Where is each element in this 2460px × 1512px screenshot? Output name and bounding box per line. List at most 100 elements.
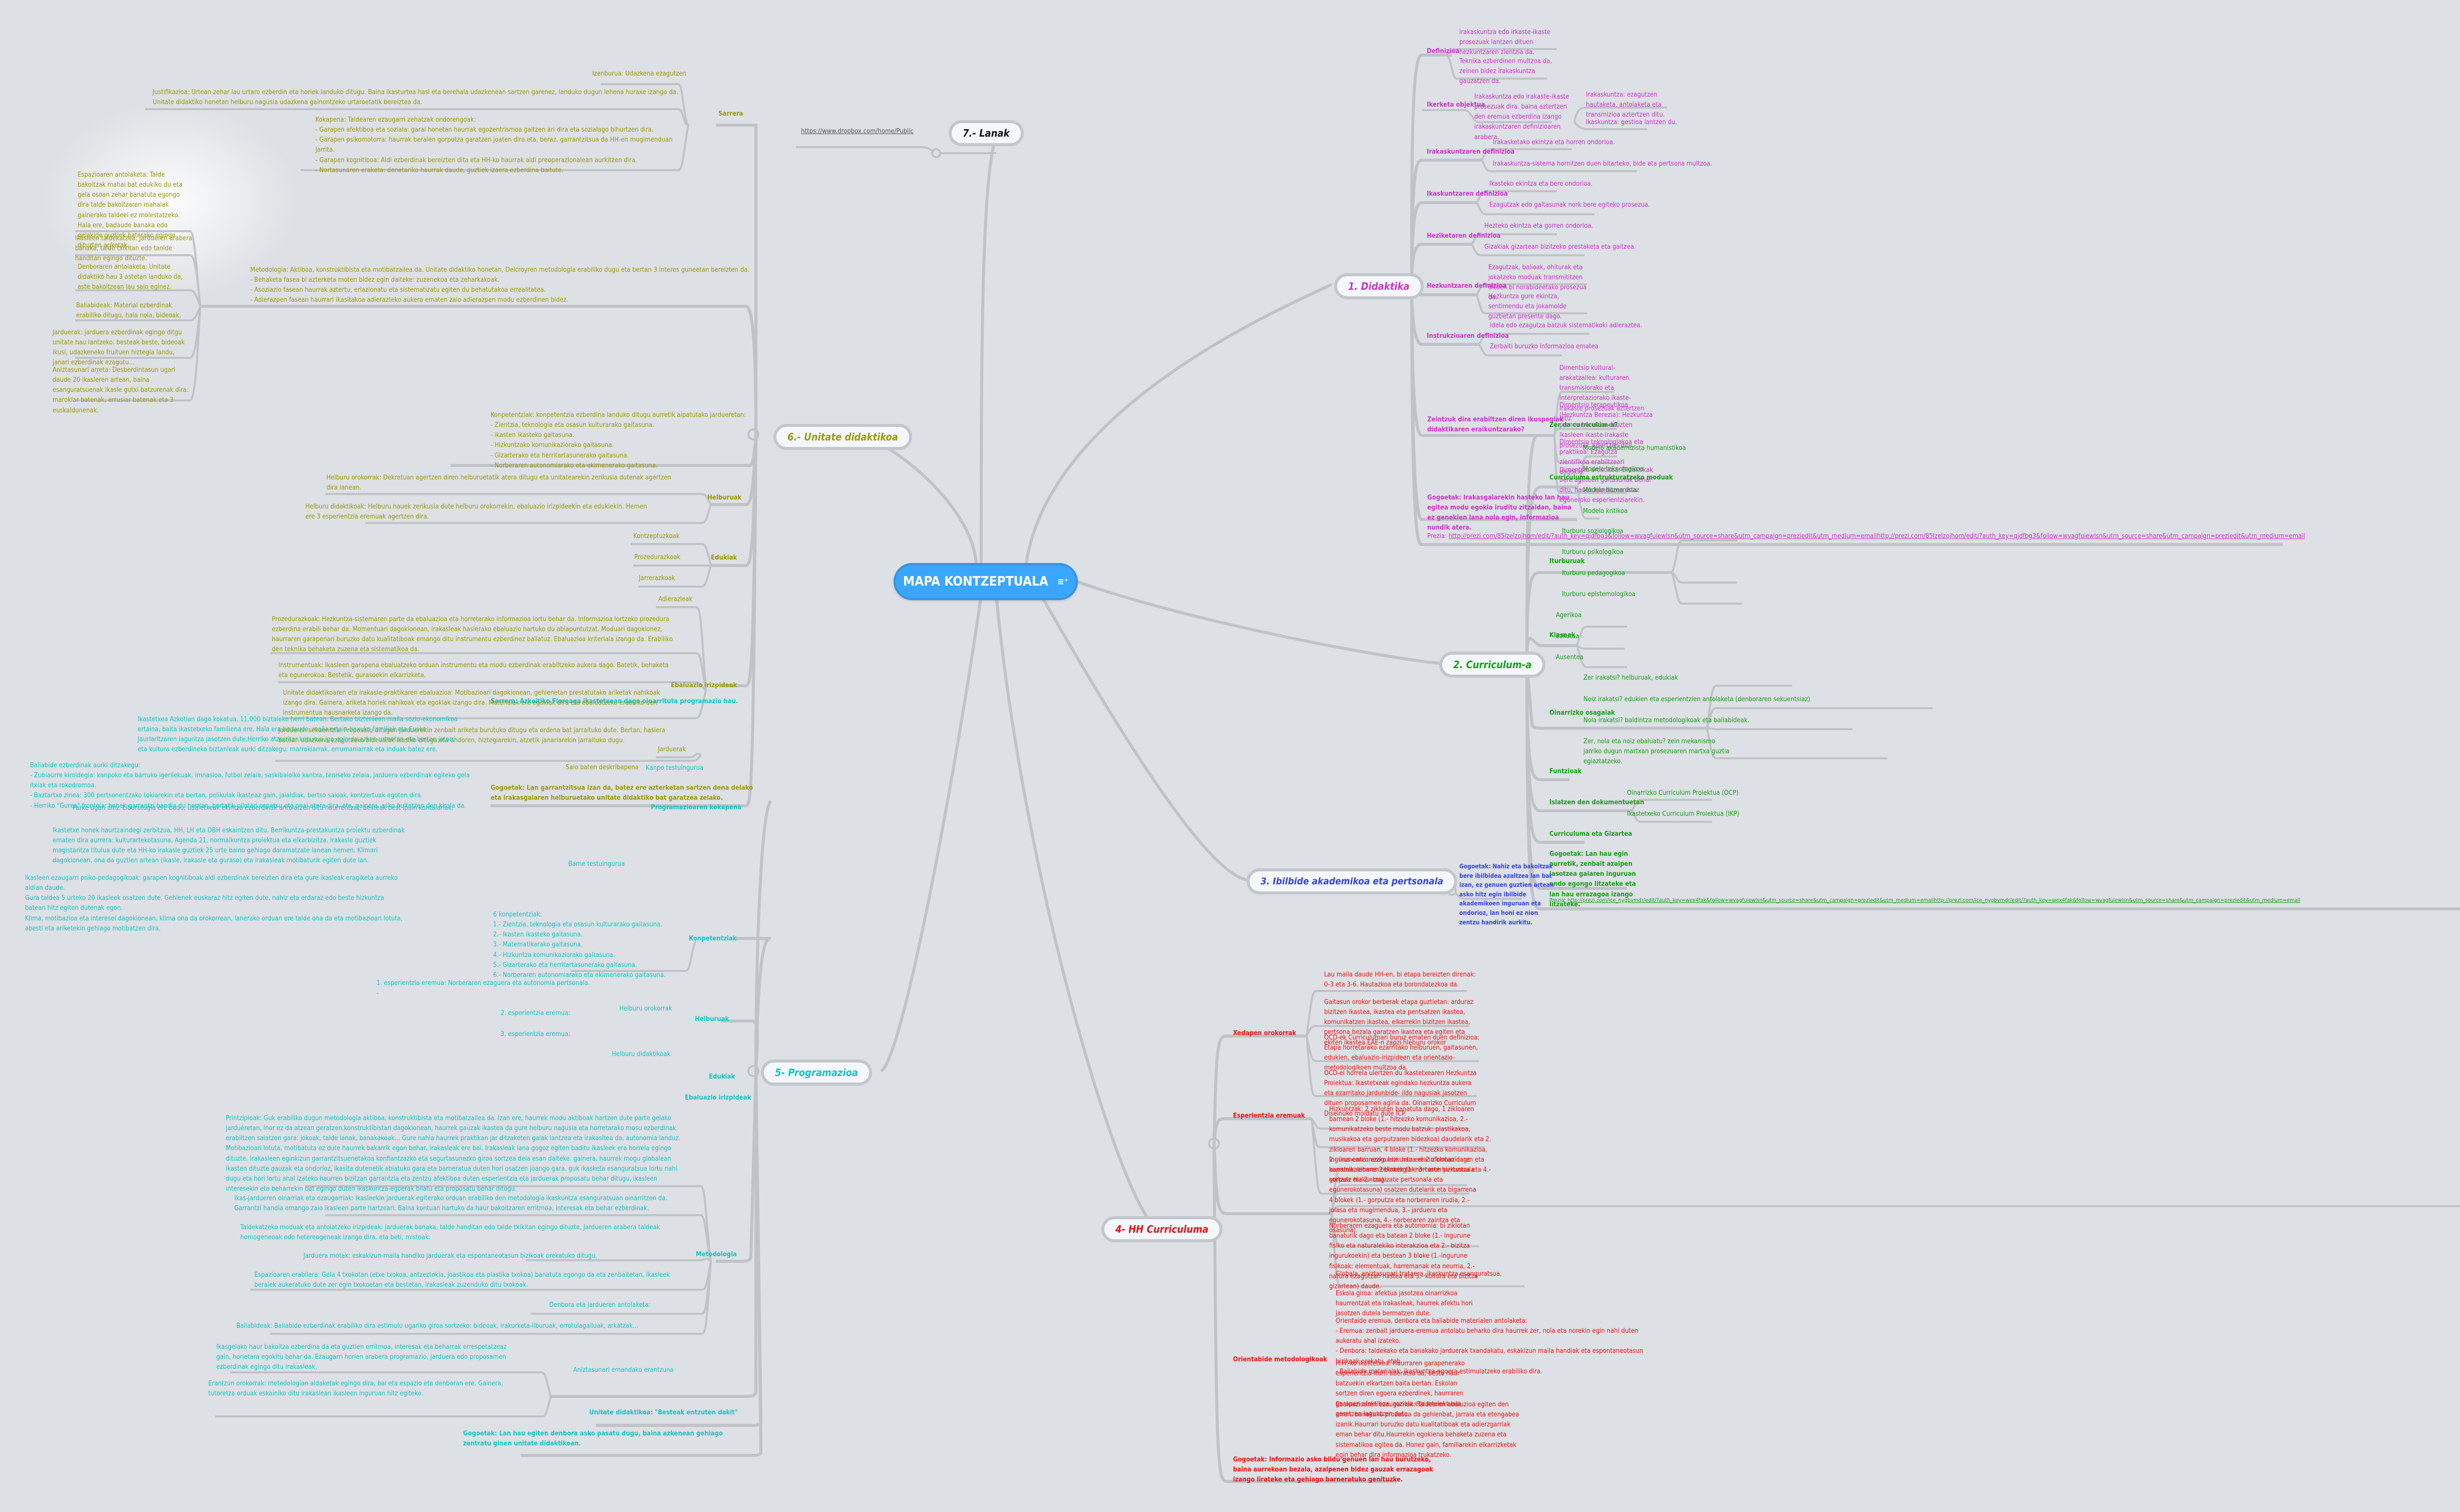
curriculum-zer-da[interactable]: Zer da curriculum-a? (1549, 421, 1618, 429)
curriculum-osagaia[interactable]: Nola irakatsi? baldintza metodologikoak … (1583, 717, 1750, 724)
ud-metodologia-item[interactable]: Espazioaren antolaketa: Talde bakoitzak … (78, 171, 183, 249)
ud-kokapena[interactable]: Kokapena: Taldearen ezaugarri zehatzak o… (315, 116, 673, 174)
prog-barne-label[interactable]: Barne testuingurua (568, 860, 625, 868)
ud-helburua[interactable]: Helburu orokorrak: Dekretuan agertzen di… (326, 474, 671, 492)
topic-ibilbidea[interactable]: 3. Ibilbide akademikoa eta pertsonala (1247, 868, 1458, 894)
prog-aniztasuna-item[interactable]: Erantzun orokorrak: metodologian aldaket… (208, 1380, 503, 1398)
ud-edukia[interactable]: Jarrerazkoak (639, 575, 675, 582)
curriculum-osagaia[interactable]: Zer irakatsi? helburuak, edukiak (1583, 674, 1678, 682)
didaktika-definizioa-item[interactable]: irakaskuntza edo irkaste-ikaste prosezua… (1459, 29, 1551, 57)
curriculum-estrukturatzeko-label[interactable]: Curriculuma estrukturatzeko moduak (1549, 474, 1673, 481)
curriculum-klasea[interactable]: Ezkutua (1556, 633, 1579, 640)
prog-esperientzia-eremua[interactable]: 2. esperientzia eremua: (501, 1010, 571, 1017)
didaktika-instrukzioa-item[interactable]: Ideia edo ezagutza batzuk sistematikoki … (1490, 322, 1643, 329)
curriculum-modelo[interactable]: Modelo teknologikoa (1583, 465, 1644, 473)
ud-jarduera[interactable]: Saio baten deskribapena (566, 764, 639, 771)
hh-esperientzia-eremua[interactable]: Hizkuntzak: 2 ziklotan banatuta dago, 1 … (1329, 1106, 1491, 1184)
curriculum-dokumentua[interactable]: Oinarrizko Curriculum Proiektua (OCP) (1627, 789, 1739, 797)
didaktika-irakaskuntza-label[interactable]: Irakaskuntzaren definizioa (1427, 148, 1515, 156)
curriculum-iturburua[interactable]: Iturburu pedagogikoa (1562, 570, 1625, 577)
prog-helburuak-label[interactable]: Helburuak (695, 1016, 729, 1023)
ud-helburua[interactable]: Helburu didaktikoak: Helburu hauek zerik… (305, 503, 647, 521)
didaktika-hezkuntza-item[interactable]: Hezkuntza gure ekintza, sentimendu eta j… (1488, 293, 1567, 321)
hh-xedapena[interactable]: Gaitasun orokor berberak etapa guztietan… (1324, 998, 1473, 1047)
ud-jarduerak-label[interactable]: Jarduerak (658, 746, 686, 753)
ud-helburuak-label[interactable]: Helburuak (707, 494, 742, 501)
curriculum-klasea[interactable]: Agerikoa (1556, 612, 1582, 619)
ud-jarduera[interactable]: Jardueren sekuentzia: Proposatu ditugun … (278, 727, 666, 745)
prog-unitatea[interactable]: Unitate didaktikoa: "Besteak entzuten da… (589, 1409, 738, 1416)
prog-helburu-orokorrak-label[interactable]: Helburu orokorrak (619, 1005, 672, 1013)
prog-konpetentziak-label[interactable]: Konpetentziak (689, 935, 737, 942)
prog-helburu-didaktikoak[interactable]: Helburu didaktikoak (612, 1051, 671, 1058)
didaktika-ikuspegiak-label[interactable]: Zeintzuk dira erabiltzen diren ikuspegia… (1427, 416, 1564, 434)
ud-gogoetak[interactable]: Gogoetak: Lan garrantzitsua izan da, bat… (491, 784, 753, 802)
hh-xedapena[interactable]: Lau maila daude HH-en, bi etapa bereizte… (1324, 971, 1476, 989)
curriculum-osagaia[interactable]: Noiz irakatsi? edukien eta esperientzien… (1583, 696, 1810, 703)
add-note-icon[interactable]: ≡⁺ (1057, 576, 1069, 587)
curriculum-modelo[interactable]: Modelo kritikoa (1583, 508, 1628, 515)
prog-kokapena-label[interactable]: Programazioaren kokapena (651, 804, 741, 811)
didaktika-gogoetak[interactable]: Gogoetak: Irakasgaiarekin hasteko lan ha… (1427, 494, 1572, 532)
didaktika-ikuspegiak-item[interactable]: Dimentsio kultural-arakatzailea: kultura… (1559, 364, 1645, 422)
ud-ebaluazio-item[interactable]: Adierazleak (658, 596, 693, 603)
ud-edukiak-label[interactable]: Edukiak (711, 554, 737, 562)
curriculum-dokumentuak-label[interactable]: Islatzen den dokumentuetan (1549, 799, 1645, 806)
topic-lanak[interactable]: 7.- Lanak (949, 120, 1024, 146)
prog-aniztasuna-item[interactable]: Ikasgelako haur bakoitza ezberdina da et… (216, 1343, 507, 1371)
ud-metodologia-item[interactable]: Jarduerak: jarduera ezberdinak egingo di… (53, 329, 185, 367)
curriculum-iturburua[interactable]: Iturburu psikologikoa (1562, 549, 1623, 556)
didaktika-hezkuntza-item[interactable]: Ezagutzak, balioak, ohiturak eta jokatze… (1488, 264, 1587, 302)
prog-ebaluazioa[interactable]: Ebaluazio irizpideak (685, 1094, 751, 1102)
ud-ebaluazioa-label[interactable]: Ebaluazio irizpideak (671, 682, 737, 689)
didaktika-definizioa-item[interactable]: Teknika ezberdinen multzoa da, zeinen bi… (1459, 58, 1552, 86)
prog-metodologia-item[interactable]: Denbora eta jardueren antolaketa: (549, 1301, 651, 1309)
curriculum-iturburua[interactable]: Iturburu epistemologikoa (1562, 591, 1636, 598)
hh-gogoetak[interactable]: Gogoetak: Informazio asko bildu genuen l… (1233, 1456, 1433, 1484)
curriculum-prezi[interactable]: Prezia: http://prezi.com/ice_nygbvmdr/ed… (1549, 896, 2300, 904)
ud-izenburua[interactable]: Izenburua: Udazkena ezagutzen (592, 70, 686, 78)
prog-metodologia-item[interactable]: Taldekatzeko moduak eta antolatzeko iriz… (240, 1224, 660, 1242)
curriculum-gizartea[interactable]: Curriculuma eta Gizartea (1549, 830, 1632, 838)
prog-kanpo-item[interactable]: Ikastetxea Azkotian dago kokatua, 11.000… (138, 716, 458, 754)
didaktika-instrukzioa-item[interactable]: Zerbaiti buruzko informazioa ematea (1490, 343, 1598, 350)
prog-edukiak[interactable]: Edukiak (709, 1073, 735, 1081)
curriculum-dokumentua[interactable]: Ikastetxeko Curriculum Proiektua (IKP) (1627, 810, 1740, 818)
ud-metodologia-item[interactable]: Aniztasunari arreta: Desberdintasun ugar… (53, 366, 189, 414)
hh-esperientzia-eremua[interactable]: Norberaren ezaguera eta autonomia: bi zi… (1329, 1222, 1478, 1290)
didaktika-irakaskuntza-item[interactable]: Irakasketako ekintza eta horren ondorioa… (1493, 139, 1615, 146)
ud-edukia[interactable]: Kontzeptuzkoak (633, 533, 680, 540)
prog-esperientzia-eremua[interactable]: 3. esperientzia eremua: (501, 1031, 571, 1038)
prog-metodologia-item[interactable]: Baliabideak: Baliabide ezberdinak erabil… (236, 1322, 638, 1330)
hh-orientabidea[interactable]: Ebaluazioaren ezaugarriak: Taldearen eba… (1336, 1401, 1519, 1459)
didaktika-heziketa-label[interactable]: Heziketaren definizioa (1427, 232, 1501, 240)
curriculum-prezi-link[interactable]: http://prezi.com/ice_nygbvmdr/edit/?auth… (1567, 897, 2301, 903)
curriculum-modelo[interactable]: Modelo humanista (1583, 486, 1637, 494)
didaktika-ikerketa-label[interactable]: Ikerketa objektua (1427, 101, 1485, 109)
dropbox-link[interactable]: https://www.dropbox.com/home/Public (801, 128, 914, 135)
ud-metodologia-item[interactable]: Denboraren antolaketa: Unitate didaktiko… (78, 263, 183, 291)
didaktika-hezkuntza-label[interactable]: Hezkuntzaren definizioa (1427, 282, 1507, 290)
curriculum-iturburua[interactable]: Iturburu soziologikoa (1562, 528, 1623, 535)
ud-ebaluazio-item[interactable]: Instrumentuak: Ikasleen garapena ebaluat… (278, 662, 669, 680)
didaktika-prezi-link[interactable]: http://prezi.com/85lzelzojhom/edit/?auth… (1448, 533, 2305, 540)
didaktika-ikerketa-item[interactable]: Irakaskuntza: ezagutzen hautaketa, antol… (1586, 91, 1665, 119)
didaktika-definizioa-label[interactable]: Definizioa (1427, 48, 1460, 55)
curriculum-klaseak-label[interactable]: Klaseak (1549, 632, 1575, 639)
prog-esperientzia-eremua[interactable]: 1. esperientzia eremua: Norberaren ezagu… (376, 979, 590, 997)
prog-konpetentziak-text[interactable]: 6 konpetentziak: 1.- Zientzia, teknologi… (493, 911, 666, 979)
curriculum-funtzioak[interactable]: Funtzioak (1549, 768, 1582, 775)
didaktika-ikuspegiak-item[interactable]: Dimentsio teknologiakoa eta praktikoa: E… (1559, 438, 1644, 476)
prog-metodologia-item[interactable]: Ikas-jardueren oinarriak eta ezaugarriak… (234, 1195, 668, 1213)
hh-orientabidea[interactable]: Orientaide eremua, denbora eta baliabide… (1336, 1317, 1644, 1375)
hh-orientabidea[interactable]: H.H.-ko ikastetxea: Haurraren garapenera… (1336, 1360, 1465, 1418)
hh-orientabidea[interactable]: Globala, aniztasunari trataera, ikaskunt… (1336, 1270, 1502, 1278)
didaktika-heziketa-item[interactable]: Gizakiak gizartean bizitzeko prestaketa … (1484, 243, 1636, 251)
hh-xedapena[interactable]: OCD-ek Curriculumari buruz ematen duen d… (1324, 1034, 1480, 1072)
hh-esperientzia-eremua[interactable]: Ingurunearen ezaguera: hau ere 2 ziklota… (1329, 1156, 1476, 1234)
didaktika-prezi[interactable]: Prezia: http://prezi.com/85lzelzojhom/ed… (1427, 532, 2305, 542)
prog-metodologia-item[interactable]: Espazioaren erabilera: Gela 4 txokotan (… (254, 1271, 670, 1289)
prog-sarrera[interactable]: Sarrera: Azkoitiko Floreaga ikastetxean … (491, 698, 738, 705)
ud-metodologia-item[interactable]: Ikasleen taldekatzea: Jardueren arabera … (75, 235, 192, 263)
central-topic[interactable]: MAPA KONTZEPTUALA ≡⁺ (894, 563, 1078, 600)
